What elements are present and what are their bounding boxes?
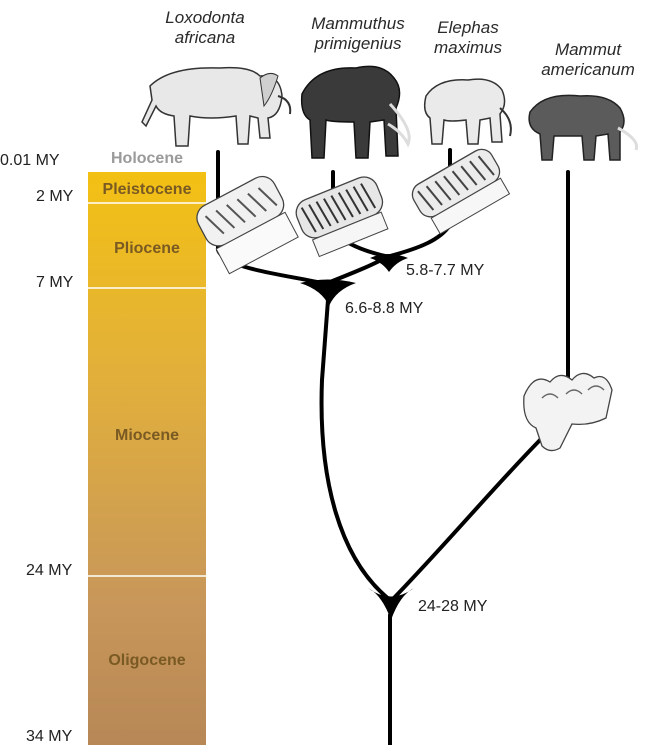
species-label-elephas: Elephas maximus — [418, 18, 518, 58]
species-genus-elephas: Elephas — [418, 18, 518, 38]
species-epithet-elephas: maximus — [418, 38, 518, 58]
loxodonta-elephant-image — [142, 68, 290, 146]
elephas-elephant-image — [425, 79, 511, 144]
epoch-pleistocene: Pleistocene — [88, 181, 206, 199]
divergence-mammuthus-elephas: 5.8-7.7 MY — [406, 262, 484, 280]
elephantini-branch — [330, 258, 385, 282]
mammut-mastodon-image — [529, 95, 637, 160]
mammuthus-mammoth-image — [302, 66, 410, 158]
epoch-oligocene: Oligocene — [88, 652, 206, 670]
tick-0-01-my: 0.01 MY — [0, 152, 60, 170]
species-genus-loxodonta: Loxodonta — [140, 8, 270, 28]
tick-2-my: 2 MY — [36, 188, 73, 206]
elephas-molar-image — [408, 145, 513, 237]
species-label-mammuthus: Mammuthus primigenius — [288, 14, 428, 54]
mammut-molar-image — [524, 373, 612, 450]
species-epithet-mammuthus: primigenius — [288, 34, 428, 54]
tick-7-my: 7 MY — [36, 274, 73, 292]
divergence-mammut-elephantidae: 24-28 MY — [418, 598, 487, 616]
loxodonta-molar-image — [192, 172, 302, 276]
divergence-loxodonta-elephantini: 6.6-8.8 MY — [345, 300, 423, 318]
tick-34-my: 34 MY — [26, 728, 72, 746]
epoch-pliocene: Pliocene — [88, 240, 206, 258]
species-label-loxodonta: Loxodonta africana — [140, 8, 270, 48]
species-label-mammut: Mammut americanum — [528, 40, 648, 80]
species-epithet-loxodonta: africana — [140, 28, 270, 48]
species-epithet-mammut: americanum — [528, 60, 648, 80]
elephantid-stem-branch — [322, 300, 390, 600]
epoch-holocene: Holocene — [88, 150, 206, 168]
species-genus-mammut: Mammut — [528, 40, 648, 60]
mammuthus-molar-image — [292, 173, 393, 259]
epoch-miocene: Miocene — [88, 427, 206, 445]
tick-24-my: 24 MY — [26, 562, 72, 580]
node-24-28-wedge — [368, 588, 414, 620]
species-genus-mammuthus: Mammuthus — [288, 14, 428, 34]
